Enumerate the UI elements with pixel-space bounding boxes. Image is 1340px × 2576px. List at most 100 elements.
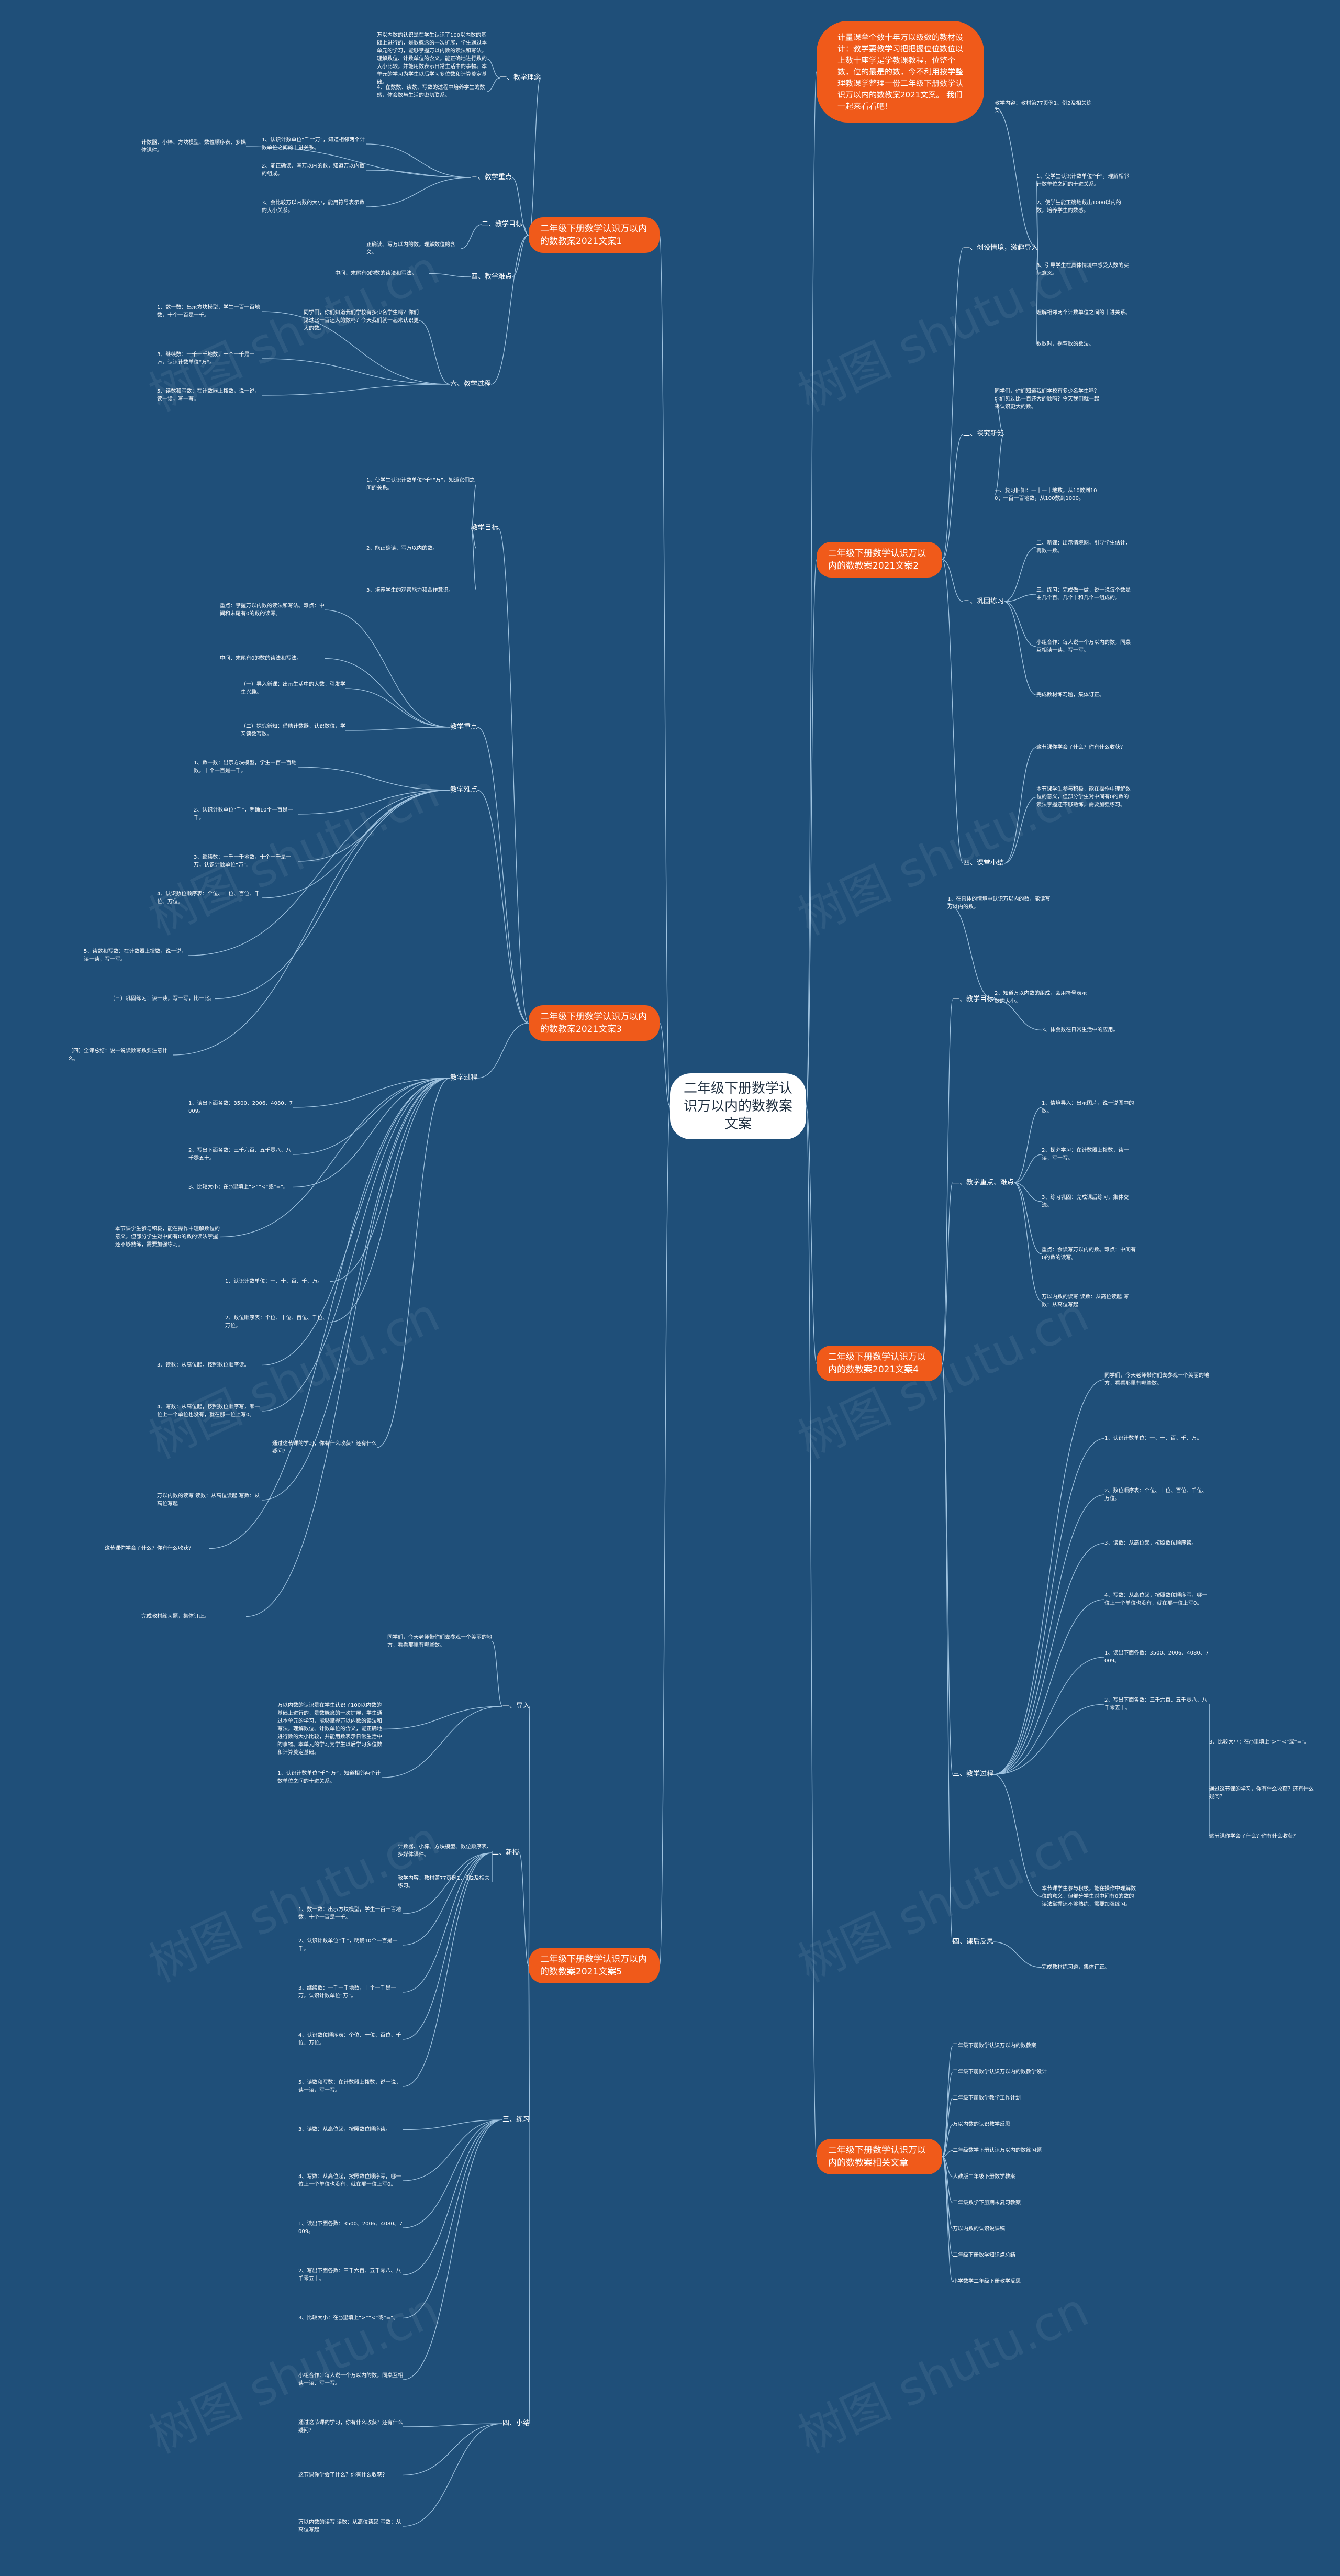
- sub-new-content[interactable]: 二、新授: [492, 1849, 520, 1857]
- connector-line: [942, 2156, 953, 2256]
- leaf-text: 2、探究学习：在计数器上拨数，读一读，写一写。: [1042, 1148, 1129, 1161]
- connector-line: [403, 2119, 503, 2319]
- sub-teaching-goals[interactable]: 二、教学目标: [482, 220, 523, 228]
- leaf-text: 3、继续数：一千一千地数，十个一千是一万，认识计数单位“万”。: [157, 352, 255, 365]
- sub-teaching-concept[interactable]: 一、教学理念: [500, 74, 541, 82]
- leaf-text: 3、读数：从高位起，按照数位顺序读。: [1104, 1540, 1197, 1546]
- leaf-text: 3、培养学生的观察能力和合作意识。: [366, 587, 454, 593]
- connector-line: [403, 1852, 493, 1914]
- leaf-text: 5、读数和写数：在计数器上拨数，说一说，读一读，写一写。: [298, 2080, 401, 2093]
- topic-intro[interactable]: 计量课举个数十年万以级数的教材设计：教学要教学习把把握位位数位以上数十座学是学教…: [817, 21, 984, 123]
- connector-line: [942, 559, 964, 602]
- leaf-text: 同学们，今天老师带你们去参观一个美丽的地方，看看那里有哪些数。: [387, 1635, 492, 1648]
- leaf-text: 4、在数数、读数、写数的过程中培养学生的数感，体会数与生活的密切联系。: [377, 85, 485, 98]
- topic-plan-1[interactable]: 二年级下册数学认识万以内的数教案2021文案1: [529, 217, 660, 253]
- leaf-text: （二）探究新知：借助计数器，认识数位，学习读数写数。: [241, 724, 345, 737]
- leaf-text: 理解相邻两个计数单位之间的十进关系。: [1036, 310, 1131, 316]
- sub-goals[interactable]: 一、教学目标: [953, 995, 994, 1003]
- connector-line: [1013, 1182, 1042, 1302]
- topic-plan-3[interactable]: 二年级下册数学认识万以内的数教案2021文案3: [529, 1005, 660, 1041]
- sub-teaching-process[interactable]: 六、教学过程: [450, 380, 492, 388]
- connector-line: [993, 1657, 1105, 1775]
- sub-situation-intro[interactable]: 一、创设情境，激趣导入: [963, 244, 1038, 252]
- connector-line: [403, 1852, 493, 1993]
- sub-summary[interactable]: 四、小结: [502, 2419, 530, 2427]
- connector-line: [994, 434, 1004, 495]
- connector-line: [403, 1852, 493, 1946]
- connector-line: [403, 2119, 503, 2275]
- topic-plan-5[interactable]: 二年级下册数学认识万以内的数教案2021文案5: [529, 1948, 660, 1983]
- connector-line: [942, 559, 964, 864]
- leaf-text: 2、认识计数单位“千”，明确10个一百是一千。: [194, 807, 293, 821]
- leaf-text: 万以内数的读写 读数：从高位读起 写数：从高位写起: [1042, 1294, 1129, 1308]
- leaf-text: 本节课学生参与积极，能在操作中理解数位的意义，但部分学生对中间有0的数的读法掌握…: [1042, 1886, 1136, 1907]
- connector-line: [942, 2071, 953, 2157]
- connector-line: [460, 224, 482, 249]
- connector-line: [942, 2097, 953, 2157]
- leaf-text: 4、写数：从高位起，按照数位顺序写，哪一位上一个单位也没有，就在那一位上写0。: [157, 1404, 260, 1418]
- related-article-link[interactable]: 二年级下册数学认识万以内的数教学设计: [953, 2069, 1047, 2075]
- connector-line: [477, 727, 529, 1024]
- sub-key-points[interactable]: 三、教学重点: [471, 173, 512, 181]
- related-article-link[interactable]: 二年级下册数学认识万以内的数教案: [953, 2043, 1036, 2049]
- sub-intro[interactable]: 一、导入: [502, 1702, 530, 1710]
- sub-key-points[interactable]: 教学重点: [450, 723, 478, 731]
- leaf-text: 3、比较大小：在○里填上“>”“<”或“=”。: [298, 2315, 399, 2321]
- related-article-link[interactable]: 二年级下册数学知识点总结: [953, 2252, 1015, 2258]
- related-article-link[interactable]: 二年级下册数学教学工作计划: [953, 2095, 1021, 2101]
- leaf-text: 计数器、小棒、方块模型、数位顺序表、多媒体课件。: [398, 1844, 492, 1858]
- topic-related-articles[interactable]: 二年级下册数学认识万以内的数教案相关文章: [817, 2139, 942, 2174]
- topic-plan-2[interactable]: 二年级下册数学认识万以内的数教案2021文案2: [817, 542, 942, 578]
- root-topic[interactable]: 二年级下册数学认识万以内的数教案文案: [670, 1073, 806, 1139]
- related-article-link[interactable]: 人教版二年级下册数学教案: [953, 2174, 1015, 2180]
- leaf-text: 1、认识计数单位“千”“万”，知道相邻两个计数单位之间的十进关系。: [277, 1771, 381, 1784]
- related-article-link[interactable]: 小学数学二年级下册教学反思: [953, 2279, 1021, 2284]
- sub-practice[interactable]: 三、巩固练习: [963, 597, 1004, 605]
- leaf-text: 4、写数：从高位起，按照数位顺序写，哪一位上一个单位也没有，就在那一位上写0。: [298, 2174, 401, 2188]
- connector-line: [993, 1599, 1105, 1775]
- connector-line: [245, 146, 472, 178]
- connector-line: [477, 790, 529, 1024]
- leaf-text: 3、读数：从高位起，按照数位顺序读。: [157, 1362, 250, 1368]
- connector-line: [942, 434, 964, 560]
- connector-line: [1003, 601, 1037, 647]
- leaf-text: 3、体会数在日常生活中的应用。: [1042, 1027, 1119, 1033]
- sub-practice[interactable]: 三、练习: [502, 2116, 530, 2124]
- leaf-text: 本节课学生参与积极，能在操作中理解数位的意义，但部分学生对中间有0的数的读法掌握…: [115, 1226, 220, 1248]
- connector-line: [511, 177, 529, 236]
- leaf-text: 同学们，你们知道我们学校有多少名学生吗？你们见过比一百还大的数吗？今天我们就一起…: [304, 310, 419, 331]
- sub-goals[interactable]: 教学目标: [471, 524, 499, 532]
- sub-summary[interactable]: 四、课堂小结: [963, 859, 1004, 867]
- leaf-text: 通过这节课的学习，你有什么收获？还有什么疑问？: [272, 1441, 377, 1454]
- connector-line: [382, 1706, 503, 1730]
- topic-plan-4[interactable]: 二年级下册数学认识万以内的数教案2021文案4: [817, 1346, 942, 1381]
- leaf-text: 2、写出下面各数：三千六百、五千零八、八千零五十。: [188, 1148, 292, 1161]
- related-article-link[interactable]: 万以内数的认识教学反思: [953, 2122, 1010, 2127]
- sub-difficulties[interactable]: 教学难点: [450, 786, 478, 794]
- connector-line: [1003, 747, 1037, 864]
- related-article-link[interactable]: 二年级数学下册期末复习教案: [953, 2200, 1021, 2206]
- related-article-link[interactable]: 万以内数的认识说课稿: [953, 2226, 1005, 2232]
- sub-reflection[interactable]: 四、课后反思: [953, 1938, 994, 1946]
- connector-line: [993, 999, 1042, 1031]
- leaf-text: 万以内数的认识是在学生认识了100以内数的基础上进行的，是数概念的一次扩展，学生…: [277, 1703, 382, 1756]
- connector-line: [993, 1438, 1105, 1775]
- related-article-link[interactable]: 二年级数学下册认识万以内的数练习题: [953, 2148, 1042, 2153]
- connector-line: [659, 235, 671, 1107]
- leaf-text: 通过这节课的学习，你有什么收获？还有什么疑问？: [298, 2420, 403, 2434]
- connector-line: [492, 1641, 503, 1707]
- connector-line: [324, 658, 451, 728]
- sub-difficulties[interactable]: 四、教学难点: [471, 273, 512, 281]
- connector-line: [1003, 796, 1037, 864]
- sub-process[interactable]: 教学过程: [450, 1074, 478, 1082]
- connector-line: [429, 273, 472, 277]
- connector-line: [403, 2119, 503, 2181]
- connector-line: [993, 1542, 1105, 1775]
- connector-line: [993, 1379, 1105, 1775]
- sub-key-points[interactable]: 二、教学重点、难点: [953, 1179, 1014, 1186]
- connector-line: [1013, 1154, 1042, 1183]
- connector-line: [403, 2423, 503, 2476]
- connector-line: [293, 1078, 451, 1108]
- sub-process[interactable]: 三、教学过程: [953, 1770, 994, 1778]
- sub-explore[interactable]: 二、探究新知: [963, 430, 1004, 438]
